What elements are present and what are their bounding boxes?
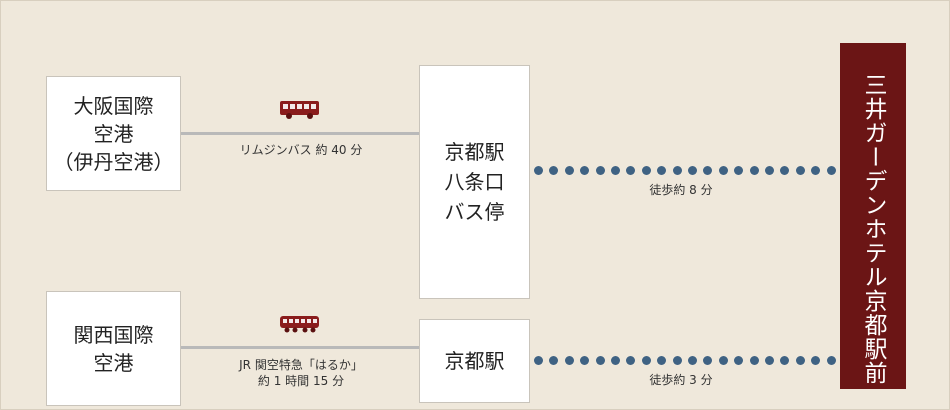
- origin-kansai-airport: 関西国際 空港: [46, 291, 181, 406]
- walk-dot: [765, 356, 774, 365]
- walk-dot: [641, 166, 651, 175]
- walk-dot: [703, 166, 713, 175]
- walk-dot: [688, 166, 697, 175]
- walk-dot: [611, 356, 620, 365]
- walk-dot: [580, 356, 590, 365]
- origin-itami-label: 大阪国際 空港 （伊丹空港）: [53, 93, 174, 174]
- walk-dot: [734, 166, 744, 175]
- haruka-caption: JR 関空特急「はるか」 約 1 時間 15 分: [239, 358, 363, 388]
- walk-dot: [795, 356, 805, 365]
- walk-dot: [826, 166, 836, 175]
- walk-dot: [595, 166, 605, 175]
- walk-dot: [595, 356, 605, 365]
- walk-dot: [718, 166, 728, 175]
- train-icon: [280, 316, 319, 333]
- walk-dot: [795, 166, 805, 175]
- walk-dot: [765, 166, 774, 175]
- walk-bottom-caption: 徒歩約 3 分: [649, 373, 713, 387]
- destination-label: 三井ガーデンホテル京都駅前: [860, 73, 886, 385]
- destination-hotel: 三井ガーデンホテル京都駅前: [840, 43, 906, 389]
- walk-dot: [564, 356, 574, 365]
- limousine-caption: リムジンバス 約 40 分: [239, 143, 363, 157]
- bus-icon: [280, 101, 319, 119]
- walk-dot: [780, 166, 790, 175]
- haruka-route-line: [181, 346, 419, 349]
- walk-dot: [549, 166, 559, 175]
- walk-dot: [534, 356, 543, 365]
- walk-dot: [534, 166, 543, 175]
- walk-dot: [749, 166, 759, 175]
- walk-dot: [611, 166, 620, 175]
- walk-dot: [718, 356, 728, 365]
- walk-top-caption: 徒歩約 8 分: [649, 183, 713, 197]
- origin-kansai-label: 関西国際 空港: [73, 322, 154, 375]
- walk-dot: [780, 356, 790, 365]
- walk-dot: [672, 356, 682, 365]
- walk-dot: [672, 166, 682, 175]
- walk-dot: [641, 356, 651, 365]
- walk-dot: [564, 166, 574, 175]
- walk-dot: [657, 166, 667, 175]
- walk-dot: [688, 356, 697, 365]
- walk-dot: [657, 356, 667, 365]
- walk-route-bottom: [534, 356, 839, 366]
- walk-dot: [580, 166, 590, 175]
- stop-bus-label: 京都駅 八条口 バス停: [444, 140, 505, 224]
- walk-route-top: [534, 166, 839, 176]
- walk-dot: [734, 356, 744, 365]
- walk-dot: [626, 166, 636, 175]
- walk-dot: [811, 166, 821, 175]
- stop-hachijo-bus-stop: 京都駅 八条口 バス停: [419, 65, 530, 299]
- walk-dot: [826, 356, 836, 365]
- stop-kyoto-station: 京都駅: [419, 319, 530, 403]
- walk-dot: [749, 356, 759, 365]
- limousine-route-line: [181, 132, 419, 135]
- origin-itami-airport: 大阪国際 空港 （伊丹空港）: [46, 76, 181, 191]
- stop-station-label: 京都駅: [444, 349, 505, 373]
- walk-dot: [626, 356, 636, 365]
- walk-dot: [549, 356, 559, 365]
- walk-dot: [703, 356, 713, 365]
- walk-dot: [811, 356, 821, 365]
